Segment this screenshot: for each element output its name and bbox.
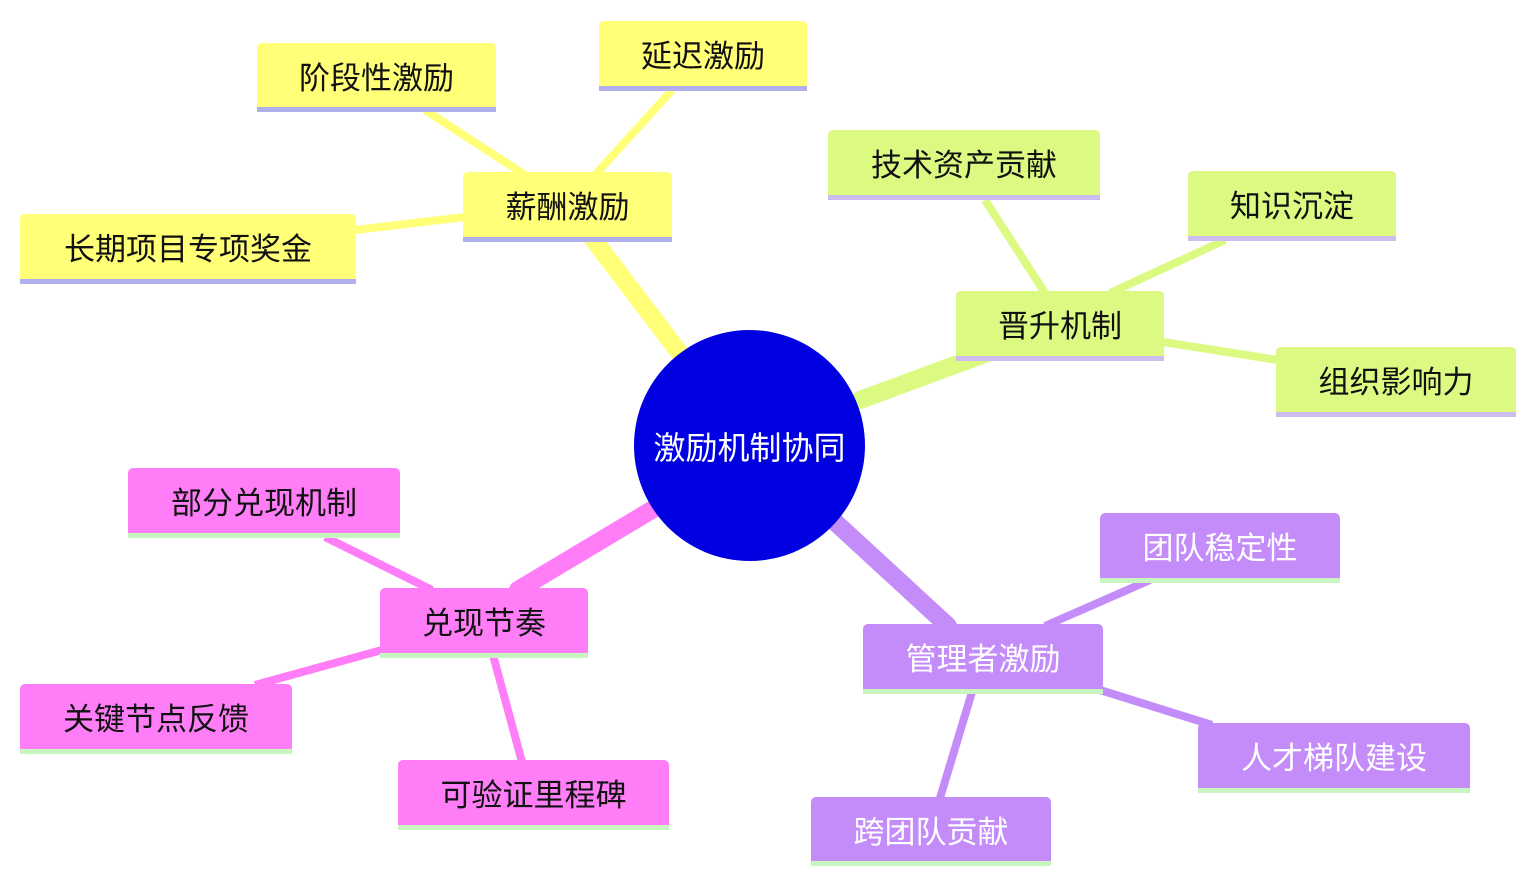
branch-node-cashout[interactable]: 兑现节奏 [380, 588, 588, 658]
leaf-node-cashout-partial[interactable]: 部分兑现机制 [128, 468, 400, 538]
edge-salary-longterm [354, 213, 466, 234]
root-node[interactable]: 激励机制协同 [634, 330, 865, 561]
edge-root-cashout [509, 499, 664, 599]
leaf-node-manager-crossteam[interactable]: 跨团队贡献 [811, 797, 1051, 866]
leaf-node-promotion-knowledge[interactable]: 知识沉淀 [1188, 171, 1396, 241]
edge-manager-crossteam [936, 690, 976, 800]
edge-promotion-influence [1162, 338, 1279, 364]
edge-cashout-partial [323, 533, 434, 594]
branch-node-salary[interactable]: 薪酬激励 [463, 172, 672, 242]
edge-promotion-knowledge [1108, 236, 1227, 297]
leaf-node-manager-stability[interactable]: 团队稳定性 [1100, 513, 1340, 583]
leaf-node-salary-delay[interactable]: 延迟激励 [599, 21, 807, 91]
branch-node-manager[interactable]: 管理者激励 [863, 624, 1103, 694]
leaf-node-promotion-influence[interactable]: 组织影响力 [1276, 347, 1516, 417]
edge-cashout-feedback [253, 646, 384, 689]
branch-node-promotion[interactable]: 晋升机制 [956, 291, 1164, 361]
leaf-node-salary-stage[interactable]: 阶段性激励 [257, 43, 496, 112]
edge-manager-talent [1098, 686, 1214, 729]
edge-salary-stage [422, 106, 528, 179]
leaf-node-promotion-tech[interactable]: 技术资产贡献 [828, 130, 1100, 200]
edge-cashout-milestone [489, 653, 526, 764]
edge-root-manager [826, 513, 957, 635]
edge-salary-delay [592, 87, 675, 178]
edge-promotion-tech [981, 197, 1049, 296]
leaf-node-cashout-milestone[interactable]: 可验证里程碑 [398, 760, 669, 830]
edge-root-salary [581, 226, 694, 369]
leaf-node-salary-longterm[interactable]: 长期项目专项奖金 [20, 214, 356, 284]
leaf-node-cashout-feedback[interactable]: 关键节点反馈 [20, 684, 292, 754]
leaf-node-manager-talent[interactable]: 人才梯队建设 [1198, 723, 1470, 793]
edge-manager-stability [1043, 576, 1152, 630]
